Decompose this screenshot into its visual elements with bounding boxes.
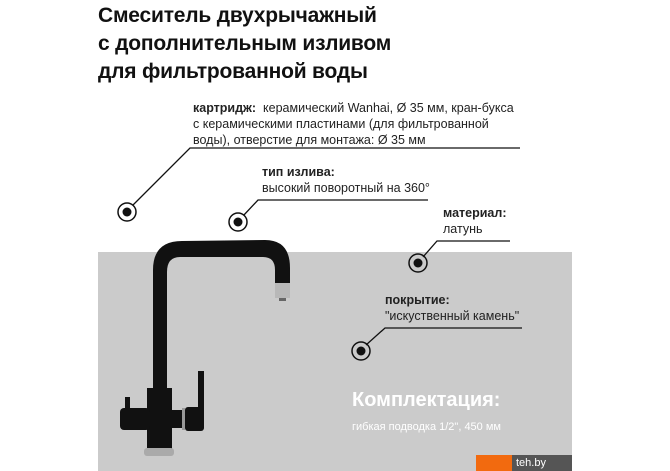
logo-orange-block: [476, 455, 512, 471]
kit-value: гибкая подводка 1/2", 450 мм: [352, 421, 501, 433]
spec-label: картридж:: [193, 101, 257, 115]
callout-lines: [131, 147, 522, 346]
spec-coating: покрытие: "искуственный камень": [385, 292, 519, 324]
kit-title: Комплектация:: [352, 389, 501, 411]
spec-label: покрытие:: [385, 293, 450, 307]
spec-value: с керамическими пластинами (для фильтров…: [193, 117, 489, 131]
title-line: для фильтрованной воды: [98, 60, 368, 83]
marker-cartridge-icon: [117, 202, 137, 222]
spec-value: "искуственный камень": [385, 309, 520, 323]
spec-cartridge: картридж: керамический Wanhai, Ø 35 мм, …: [193, 100, 514, 148]
faucet-image: [120, 240, 290, 456]
callout-markers: [117, 202, 428, 361]
spec-label: материал:: [443, 206, 507, 220]
callout-line-spout: [242, 199, 428, 217]
marker-coating-icon: [351, 341, 371, 361]
spec-value: высокий поворотный на 360°: [262, 181, 430, 195]
spec-value: керамический Wanhai, Ø 35 мм, кран-букса: [263, 101, 514, 115]
spec-spout: тип излива: высокий поворотный на 360°: [262, 164, 430, 196]
title-line: с дополнительным изливом: [98, 32, 392, 55]
background-panel: [98, 252, 572, 471]
spec-value: воды), отверстие для монтажа: Ø 35 мм: [193, 133, 426, 147]
page-title: Смеситель двухрычажный с дополнительным …: [98, 2, 391, 86]
logo-text: teh.by: [512, 455, 572, 471]
spec-label: тип излива:: [262, 165, 335, 179]
title-line: Смеситель двухрычажный: [98, 4, 377, 27]
marker-spout-icon: [228, 212, 248, 232]
spec-value: латунь: [443, 222, 483, 236]
callout-line-coating: [365, 327, 522, 346]
watermark-logo: teh.by: [476, 455, 572, 471]
callout-line-material: [422, 240, 510, 258]
marker-material-icon: [408, 253, 428, 273]
spec-material: материал: латунь: [443, 205, 506, 237]
callout-line-cartridge: [131, 147, 520, 207]
